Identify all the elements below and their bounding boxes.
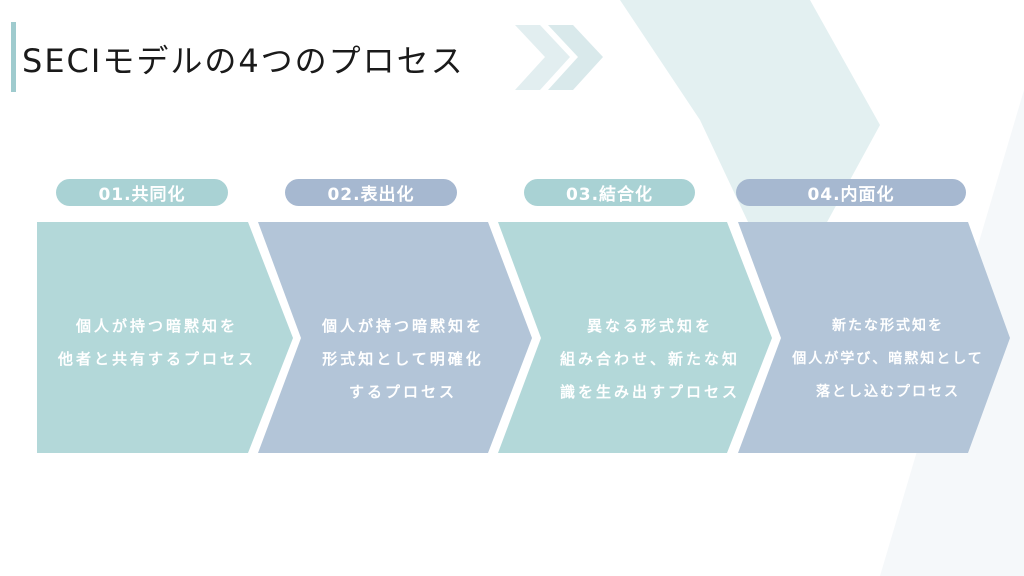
description-line: 新たな形式知を bbox=[832, 318, 944, 334]
chevron-step-2 bbox=[258, 222, 532, 453]
page-title: SECIモデルの4つのプロセス bbox=[22, 42, 465, 80]
description-line: 組み合わせ、新たな知 bbox=[559, 350, 740, 368]
chevron-step-1 bbox=[37, 222, 293, 453]
step-description-3: 異なる形式知を 組み合わせ、新たな知 識を生み出すプロセス bbox=[535, 310, 765, 409]
step-description-4: 新たな形式知を 個人が学び、暗黙知として 落とし込むプロセス bbox=[773, 310, 1003, 409]
description-line: 落とし込むプロセス bbox=[816, 384, 960, 400]
chevron-step-3 bbox=[498, 222, 772, 453]
description-line: 異なる形式知を bbox=[586, 317, 713, 335]
description-line: 識を生み出すプロセス bbox=[559, 383, 740, 401]
description-line: するプロセス bbox=[348, 383, 457, 401]
title-accent-bar bbox=[11, 22, 16, 92]
dotted-chevron-icon bbox=[515, 25, 603, 90]
step-label-1: 01.共同化 bbox=[56, 179, 228, 206]
description-line: 他者と共有するプロセス bbox=[57, 350, 256, 368]
step-description-2: 個人が持つ暗黙知を 形式知として明確化 するプロセス bbox=[288, 310, 518, 409]
description-line: 個人が持つ暗黙知を bbox=[321, 317, 484, 335]
description-line: 形式知として明確化 bbox=[322, 350, 484, 368]
step-label-3: 03.結合化 bbox=[524, 179, 695, 206]
step-label-2: 02.表出化 bbox=[285, 179, 457, 206]
description-line: 個人が学び、暗黙知として bbox=[792, 351, 984, 367]
step-description-1: 個人が持つ暗黙知を 他者と共有するプロセス bbox=[37, 310, 277, 376]
description-line: 個人が持つ暗黙知を bbox=[75, 317, 238, 335]
chevron-step-4 bbox=[738, 222, 1010, 453]
step-label-4: 04.内面化 bbox=[736, 179, 966, 206]
